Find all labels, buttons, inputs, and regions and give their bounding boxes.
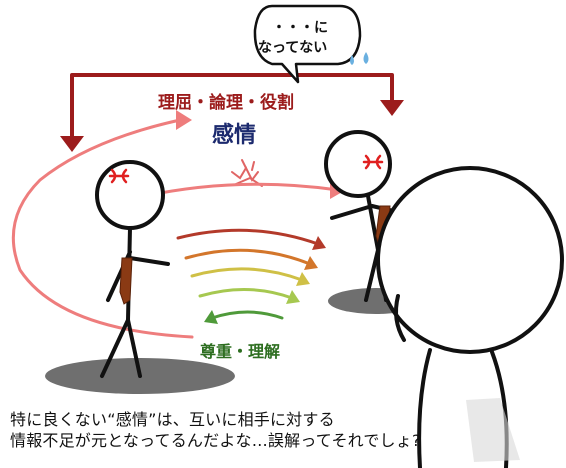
rainbow-waves bbox=[176, 228, 320, 320]
wave-arrowhead-right-2 bbox=[304, 256, 318, 270]
speech-bubble: ・・・に なってない bbox=[253, 4, 362, 84]
wave-lightgreen bbox=[198, 288, 294, 300]
left-arm-front bbox=[128, 256, 170, 266]
wave-green bbox=[210, 310, 284, 320]
foreground-body bbox=[417, 348, 432, 468]
foreground-head bbox=[376, 166, 564, 354]
left-head bbox=[95, 160, 165, 230]
pink-loop-arrow bbox=[11, 118, 194, 339]
left-leg-right bbox=[126, 318, 142, 378]
wave-yellow bbox=[190, 267, 304, 282]
caption-line-2: 情報不足が元となってるんだよな…誤解ってそれでしょ? bbox=[10, 431, 421, 450]
wave-orange bbox=[184, 248, 312, 266]
left-stick-figure bbox=[95, 160, 170, 378]
logic-bracket-arrow bbox=[70, 73, 394, 142]
logic-arrowhead-left bbox=[60, 136, 84, 152]
middle-head bbox=[324, 130, 392, 198]
foreground-arm bbox=[394, 294, 406, 342]
wave-red bbox=[176, 228, 320, 246]
pink-loop-arrowhead bbox=[176, 110, 192, 130]
caption: 特に良くない“感情”は、互いに相手に対する 情報不足が元となってるんだよな…誤解… bbox=[10, 409, 558, 451]
bubble-line-1: ・・・に bbox=[272, 20, 328, 36]
sweat-drops-icon bbox=[350, 52, 369, 65]
bubble-line-2: なってない bbox=[258, 40, 327, 56]
clash-spark-icon bbox=[231, 159, 263, 187]
respect-label: 尊重・理解 bbox=[200, 342, 280, 361]
anger-symbol-icon bbox=[108, 168, 130, 184]
wave-arrowhead-right-1 bbox=[312, 236, 326, 250]
emotion-label: 感情 bbox=[212, 122, 256, 148]
logic-label: 理屈・論理・役割 bbox=[158, 92, 294, 113]
wave-arrowhead-left-5 bbox=[204, 310, 218, 324]
pink-double-arrow bbox=[143, 182, 340, 198]
middle-arm-front bbox=[330, 204, 374, 220]
left-leg-left bbox=[100, 318, 130, 378]
caption-line-1: 特に良くない“感情”は、互いに相手に対する bbox=[10, 410, 335, 429]
logic-arrowhead-right bbox=[380, 100, 404, 116]
wave-arrowhead-right-4 bbox=[286, 290, 300, 304]
anger-symbol-icon-2 bbox=[362, 154, 384, 170]
wave-arrowhead-right-3 bbox=[296, 272, 310, 286]
middle-body bbox=[364, 194, 380, 302]
left-tie bbox=[119, 257, 133, 305]
foreground-scribble-shadow bbox=[466, 398, 520, 462]
foreground-figure bbox=[376, 166, 564, 468]
